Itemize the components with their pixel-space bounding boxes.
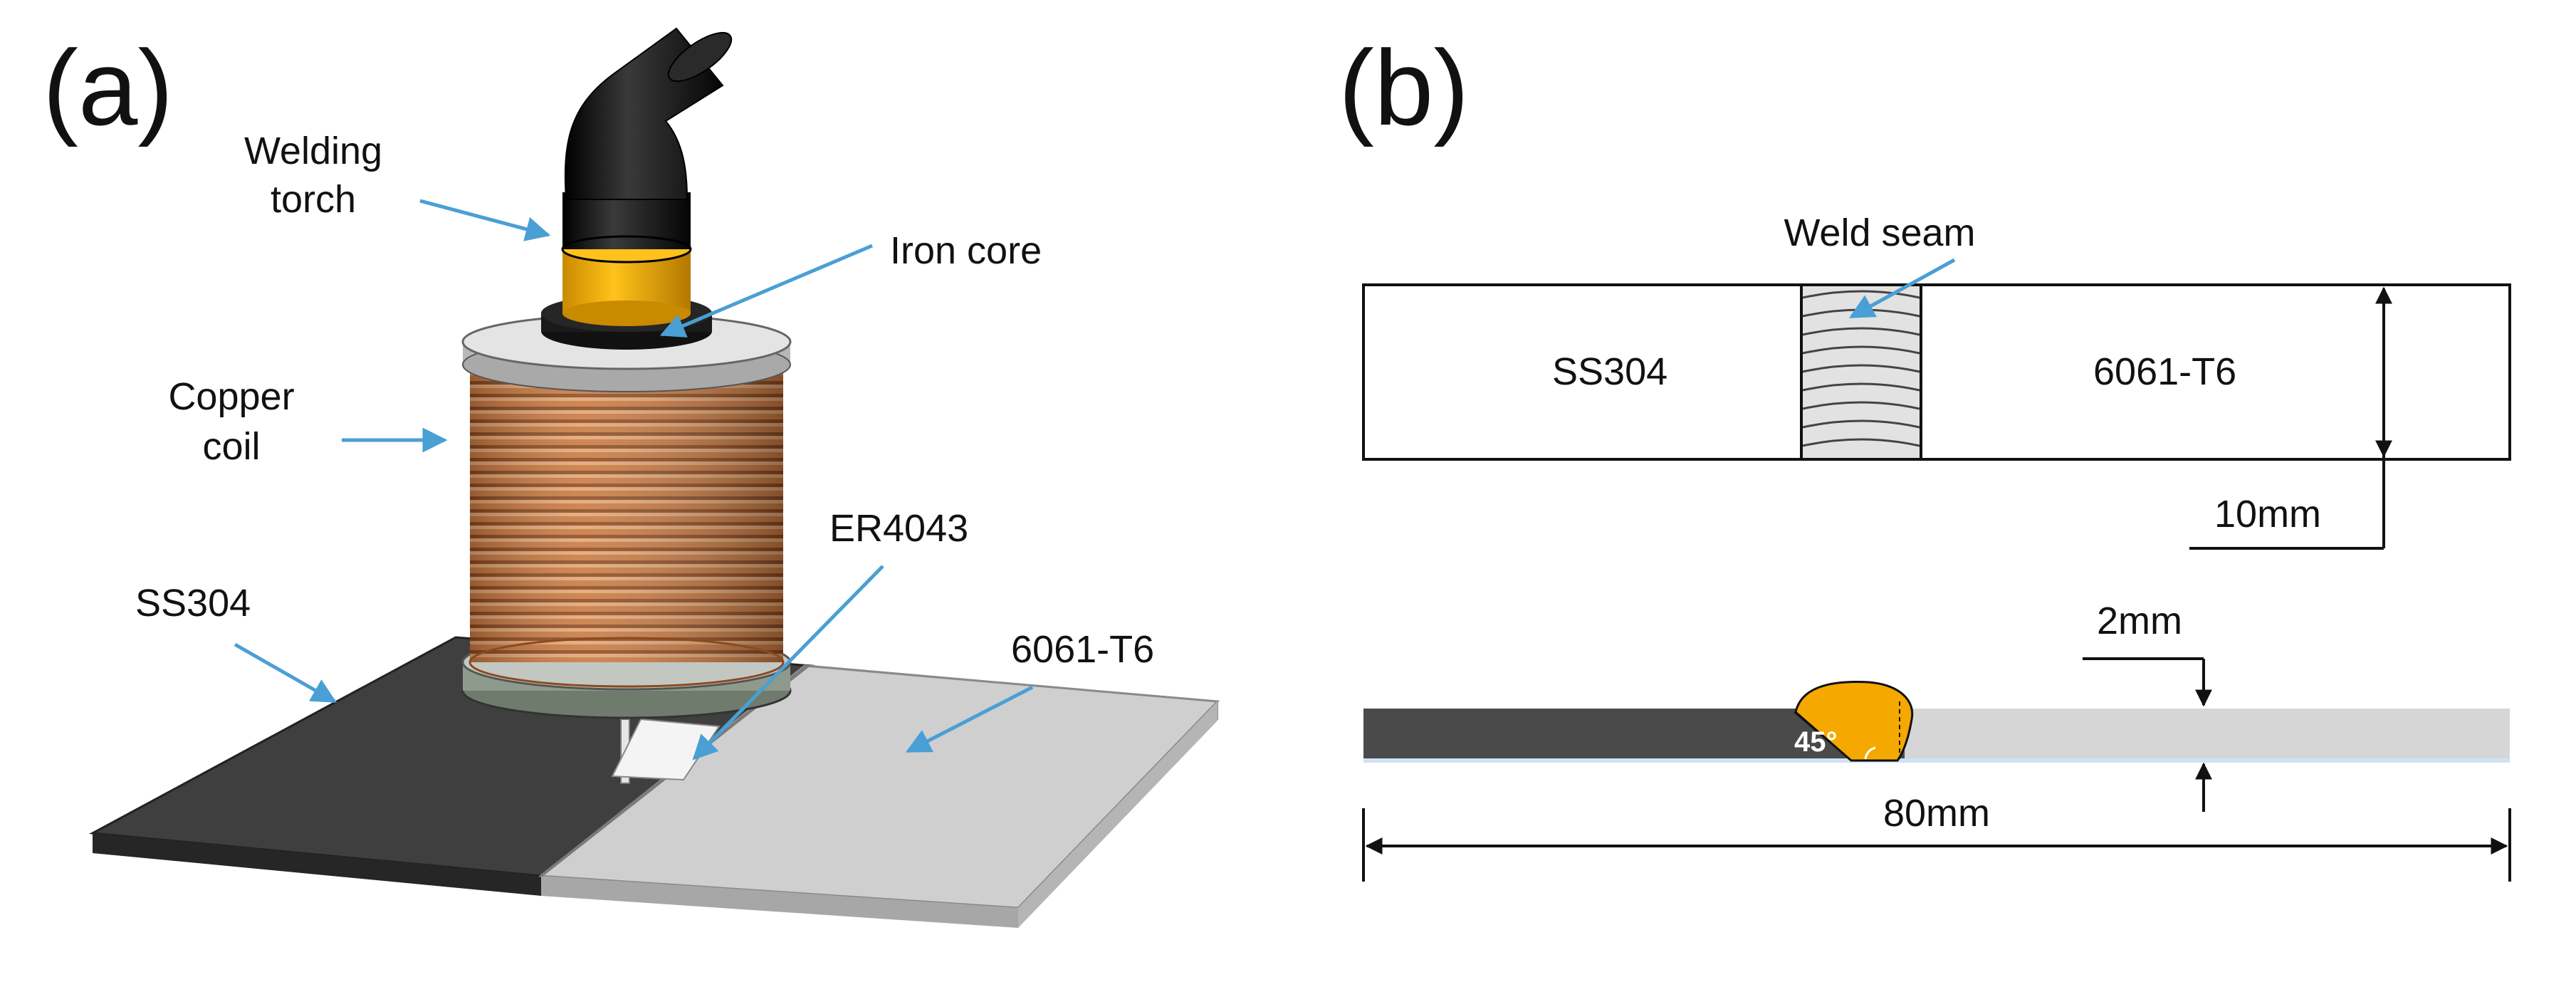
callout-er4043-text: ER4043 — [829, 507, 968, 550]
callout-er4043: ER4043 — [692, 507, 968, 761]
wire-er4043 — [611, 718, 721, 784]
callout-iron-core: Iron core — [659, 229, 1042, 338]
callout-welding-torch-line2: torch — [271, 178, 356, 221]
width-dimension-text: 10mm — [2214, 493, 2321, 536]
arrow-welding-torch — [419, 199, 551, 241]
callout-welding-torch-line1: Welding — [244, 130, 382, 172]
panel-b-label: (b) — [1339, 28, 1469, 147]
callout-6061-t6: 6061-T6 — [905, 628, 1154, 753]
weld-seam-label: Weld seam — [1784, 211, 1975, 254]
weld-bead: 45° — [1794, 681, 1914, 762]
callout-copper-coil-line2: coil — [202, 425, 260, 468]
callout-copper-coil-line1: Copper — [168, 375, 294, 418]
plate-6061-t6 — [538, 664, 1220, 928]
callout-ss304: SS304 — [135, 582, 337, 704]
side-view-6061-t6 — [1905, 709, 2510, 760]
callout-ss304-text: SS304 — [135, 582, 251, 625]
coil-assembly — [461, 313, 792, 719]
length-dimension-text: 80mm — [1883, 792, 1990, 835]
thickness-dimension-text: 2mm — [2097, 600, 2182, 642]
welding-torch — [541, 27, 733, 350]
top-view: SS304 6061-T6 Weld seam 10mm — [1362, 211, 2511, 550]
panel-a-label: (a) — [43, 28, 173, 147]
callout-iron-core-text: Iron core — [890, 229, 1042, 272]
panel-b: (b) SS304 6061-T6 Weld — [1339, 28, 2511, 882]
arrow-ss304 — [234, 642, 337, 704]
top-view-ss304-label: SS304 — [1552, 350, 1667, 393]
bevel-angle-text: 45° — [1794, 726, 1838, 758]
arrow-weld-seam — [1848, 258, 1956, 319]
top-view-outline — [1362, 283, 2511, 461]
arrow-iron-core — [659, 244, 873, 338]
top-view-6061-t6-label: 6061-T6 — [2093, 350, 2236, 393]
callout-copper-coil: Copper coil — [168, 375, 448, 468]
panel-a: (a) — [43, 27, 1220, 928]
side-view: 45° 2mm 80mm — [1362, 600, 2511, 882]
arrow-er4043 — [692, 565, 884, 761]
callout-welding-torch: Welding torch — [244, 130, 551, 241]
arrow-6061-t6 — [905, 685, 1034, 753]
callout-6061-t6-text: 6061-T6 — [1011, 628, 1154, 671]
